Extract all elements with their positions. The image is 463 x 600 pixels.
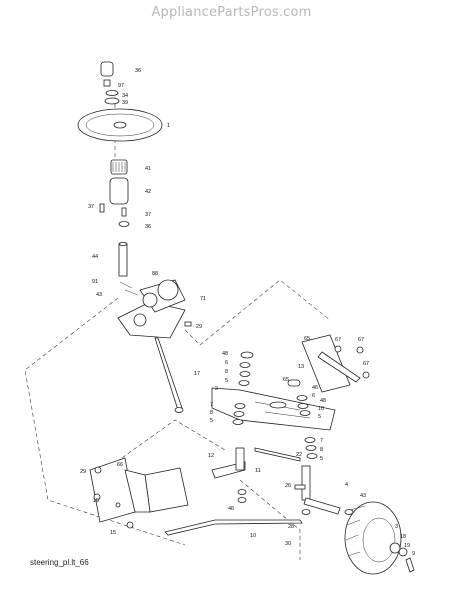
callout-66: 66 bbox=[117, 462, 123, 468]
lower-steering-shaft bbox=[154, 337, 184, 413]
callout-48: 48 bbox=[222, 351, 228, 357]
diagram-caption: steering_pl.lt_66 bbox=[30, 558, 89, 567]
callout-6: 6 bbox=[225, 360, 228, 366]
callout-65: 65 bbox=[304, 336, 310, 342]
tie-rod bbox=[164, 519, 303, 536]
callout-5-d: 5 bbox=[320, 456, 323, 462]
callout-34: 34 bbox=[122, 93, 128, 99]
callout-36-lower: 36 bbox=[145, 224, 151, 230]
callout-67-b: 67 bbox=[358, 337, 364, 343]
callout-2: 2 bbox=[215, 386, 218, 392]
steering-wheel bbox=[77, 108, 163, 142]
guide-line-bracket bbox=[104, 419, 226, 471]
front-wheel bbox=[344, 501, 402, 575]
callout-1: 1 bbox=[167, 123, 170, 129]
callout-39: 39 bbox=[122, 100, 128, 106]
callout-37-left: 37 bbox=[88, 204, 94, 210]
washer-stack-right bbox=[287, 379, 318, 459]
callout-5-b: 5 bbox=[210, 418, 213, 424]
callout-43: 43 bbox=[96, 292, 102, 298]
spindle-pin bbox=[294, 484, 306, 490]
callout-28: 28 bbox=[288, 524, 294, 530]
callout-29: 29 bbox=[196, 324, 202, 330]
callout-91: 91 bbox=[92, 279, 98, 285]
guide-line-upper bbox=[184, 279, 331, 346]
callout-42: 42 bbox=[145, 189, 151, 195]
front-axle bbox=[211, 387, 336, 431]
wheel-hub-parts bbox=[389, 542, 415, 573]
callout-15-b: 15 bbox=[110, 530, 116, 536]
callout-8-b: 8 bbox=[210, 410, 213, 416]
watermark: AppliancePartsPros.com bbox=[151, 5, 312, 20]
callout-7: 7 bbox=[210, 402, 213, 408]
steering-gear-assembly bbox=[117, 279, 192, 339]
left-spindle bbox=[211, 447, 247, 503]
callout-12: 12 bbox=[208, 453, 214, 459]
callout-11: 11 bbox=[255, 468, 261, 474]
callout-8: 8 bbox=[225, 369, 228, 375]
callout-4: 4 bbox=[345, 482, 348, 488]
callout-41: 41 bbox=[145, 166, 151, 172]
callout-97: 97 bbox=[118, 83, 124, 89]
drag-link bbox=[254, 447, 301, 462]
callout-9: 9 bbox=[412, 551, 415, 557]
callout-44: 44 bbox=[92, 254, 98, 260]
callout-5-c: 5 bbox=[318, 414, 321, 420]
callout-13: 13 bbox=[298, 364, 304, 370]
callout-18: 18 bbox=[400, 534, 406, 540]
callout-3: 3 bbox=[395, 524, 398, 530]
callout-15: 15 bbox=[93, 498, 99, 504]
callout-37-right: 37 bbox=[145, 212, 151, 218]
callout-10-b: 10 bbox=[250, 533, 256, 539]
callout-22: 22 bbox=[296, 452, 302, 458]
callout-88: 88 bbox=[152, 271, 158, 277]
callout-26: 26 bbox=[285, 483, 291, 489]
callout-71: 71 bbox=[200, 296, 206, 302]
callout-46-b: 46 bbox=[228, 506, 234, 512]
callout-labels: 36 97 34 39 1 41 42 37 37 36 44 91 88 43… bbox=[80, 68, 415, 557]
callout-46: 46 bbox=[312, 385, 318, 391]
callout-5: 5 bbox=[225, 378, 228, 384]
callout-30: 30 bbox=[285, 541, 291, 547]
lower-left-bracket bbox=[89, 457, 189, 529]
callout-29-b: 29 bbox=[80, 469, 86, 475]
callout-10: 10 bbox=[318, 406, 324, 412]
guide-line-left bbox=[24, 297, 186, 546]
steering-adapter bbox=[109, 159, 129, 205]
guide-line-spindle bbox=[239, 479, 301, 560]
callout-36: 36 bbox=[135, 68, 141, 74]
callout-67-a: 67 bbox=[335, 337, 341, 343]
right-spindle bbox=[301, 465, 341, 515]
axle-pivot-bracket bbox=[301, 334, 370, 393]
callout-65-b: 65 bbox=[283, 377, 289, 383]
callout-6-b: 6 bbox=[312, 393, 315, 399]
callout-48-b: 48 bbox=[320, 398, 326, 404]
upper-steering-shaft bbox=[118, 242, 128, 277]
callout-67-c: 67 bbox=[363, 361, 369, 367]
washer-stack-left bbox=[232, 351, 254, 425]
steering-cap bbox=[100, 61, 120, 105]
callout-17: 17 bbox=[194, 371, 200, 377]
callout-7-b: 7 bbox=[320, 438, 323, 444]
callout-8-c: 8 bbox=[320, 447, 323, 453]
callout-43-b: 43 bbox=[360, 493, 366, 499]
callout-19: 19 bbox=[404, 543, 410, 549]
bolts-37 bbox=[99, 203, 130, 227]
